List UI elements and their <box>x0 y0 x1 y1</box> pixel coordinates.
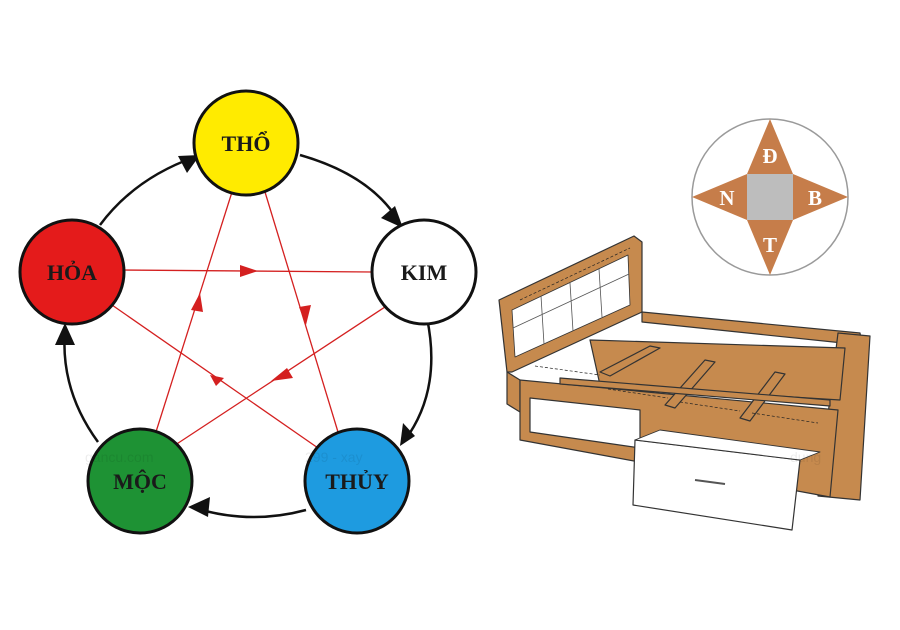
bed-slat-long <box>559 377 831 407</box>
watermark: gancu.com 299 - xay dung <box>85 449 821 465</box>
controlling-star <box>111 191 389 456</box>
star-arrow-thuy-hoa <box>210 375 224 386</box>
bed-right-rail <box>641 311 863 346</box>
cycle-arc-moc-hoa <box>63 329 100 443</box>
cycle-arc-thuy-moc <box>194 506 307 519</box>
headboard-grid-h1 <box>512 273 630 329</box>
five-elements-diagram: THỔ KIM THỦY MỘC HỎA <box>18 89 478 535</box>
bed-drawer-right-top <box>634 429 821 461</box>
star-arrow-hoa-kim <box>240 265 258 277</box>
bed-slats <box>559 345 831 422</box>
cycle-arc-tho-kim <box>299 153 400 221</box>
headboard-grid-v3 <box>598 268 603 318</box>
arrowhead-to-moc <box>188 497 210 517</box>
compass-arm-south <box>747 220 793 275</box>
star-arrow-tho-thuy <box>299 305 311 325</box>
bed-illustration <box>498 235 871 531</box>
compass-arm-west <box>692 174 747 220</box>
compass-label-south: T <box>763 233 777 257</box>
element-hoa: HỎA <box>18 218 126 326</box>
element-label-tho: THỔ <box>222 131 271 156</box>
element-label-hoa: HỎA <box>47 260 97 285</box>
headboard-grid <box>512 268 630 345</box>
arrowhead-to-hoa <box>55 323 75 345</box>
watermark-right: dung <box>790 449 821 465</box>
headboard-grid-v2 <box>569 282 574 332</box>
star-line-moc-tho <box>154 191 233 436</box>
arrowhead-to-tho <box>178 155 200 173</box>
cycle-arc-hoa-tho <box>98 155 196 226</box>
compass-label-north: Đ <box>762 144 777 168</box>
bed-inner-panel <box>589 339 846 401</box>
compass: Đ N B T <box>691 118 849 276</box>
arrowhead-to-thuy <box>400 423 415 446</box>
watermark-mid: 299 - xay <box>305 449 363 465</box>
watermark-left: gancu.com <box>85 449 153 465</box>
drawer-handle <box>694 479 726 485</box>
generating-arrowheads <box>55 155 415 517</box>
dim-line-1 <box>534 365 601 376</box>
element-circle-moc <box>86 427 194 535</box>
element-tho: THỔ <box>192 89 300 197</box>
dim-line-2 <box>607 388 669 399</box>
element-circle-hoa <box>18 218 126 326</box>
star-arrow-moc-tho <box>191 293 203 312</box>
bed-left-rail <box>506 371 521 413</box>
bed-headboard-panel <box>511 254 631 358</box>
element-kim: KIM <box>370 218 478 326</box>
element-label-moc: MỘC <box>113 469 167 494</box>
cycle-arc-kim-thuy <box>403 317 433 441</box>
compass-arm-east <box>793 174 848 220</box>
compass-arm-north <box>747 119 793 174</box>
element-circle-thuy <box>303 427 411 535</box>
dim-line-5 <box>519 247 631 301</box>
element-circle-kim <box>370 218 478 326</box>
element-circle-tho <box>192 89 300 197</box>
dim-line-4 <box>751 412 819 424</box>
dim-line-3 <box>679 401 741 412</box>
element-thuy: THỦY <box>303 427 411 535</box>
arrowhead-to-kim <box>381 206 403 228</box>
dimension-lines <box>519 247 819 424</box>
element-moc: MỘC <box>86 427 194 535</box>
element-label-thuy: THỦY <box>325 469 389 494</box>
controlling-arrowheads <box>191 265 311 386</box>
star-arrow-kim-moc <box>271 368 293 381</box>
bed-slat-2 <box>664 359 716 409</box>
compass-label-east: B <box>808 186 822 210</box>
bed-slat-1 <box>599 345 661 377</box>
headboard-grid-v1 <box>540 295 545 345</box>
compass-center-square <box>747 174 793 220</box>
compass-label-west: N <box>719 186 734 210</box>
element-label-kim: KIM <box>401 260 448 285</box>
